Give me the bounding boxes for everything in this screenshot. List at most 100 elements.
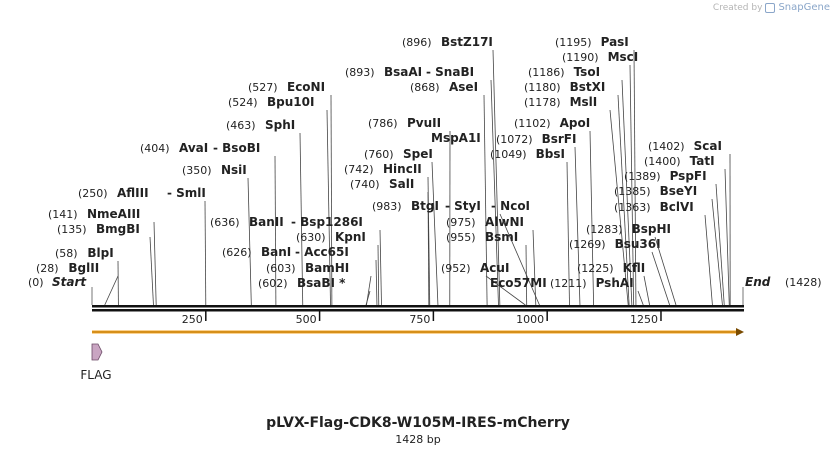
site-enzyme-label: BanI — [261, 245, 291, 259]
site-connector — [715, 183, 725, 306]
site-position-label: (975) — [446, 216, 476, 229]
site-connector — [204, 200, 207, 306]
credit-prefix: Created by — [712, 2, 763, 13]
site-enzyme-label: BglII — [68, 261, 99, 275]
site-connector — [711, 198, 723, 306]
site-enzyme-label: BspHI — [632, 222, 671, 236]
site-position-label: (742) — [344, 163, 374, 176]
site-position-label: (524) — [228, 96, 258, 109]
site-enzyme-alt-label: - BsoBI — [213, 141, 260, 155]
site-enzyme-label: BsaAI — [384, 65, 422, 79]
site-position-label: (602) — [258, 277, 288, 290]
site-connector — [431, 161, 439, 306]
site-connector — [483, 94, 488, 306]
end-label: End — [745, 275, 771, 289]
site-enzyme-label: TatI — [690, 154, 715, 168]
site-enzyme-label: SalI — [389, 177, 414, 191]
site-enzyme-alt-label: - Bsp1286I — [291, 215, 363, 229]
site-connector — [621, 79, 633, 306]
site-connector — [525, 244, 528, 306]
site-position-label: (1363) — [614, 201, 651, 214]
site-enzyme-secondary-label: Eco57MI — [490, 276, 547, 290]
site-connector — [274, 155, 277, 306]
site-position-label: (250) — [78, 187, 108, 200]
site-connector — [377, 244, 380, 306]
site-enzyme-label: BsmI — [485, 230, 518, 244]
site-connector — [149, 236, 154, 306]
site-enzyme-label: PvuII — [407, 116, 441, 130]
site-position-label: (1072) — [496, 133, 533, 146]
site-position-label: (463) — [226, 119, 256, 132]
site-position-label: (740) — [350, 178, 380, 191]
site-connector — [330, 94, 333, 306]
site-position-label: (1402) — [648, 140, 685, 153]
site-enzyme-label: MscI — [608, 50, 639, 64]
start-position-label: (0) — [28, 276, 44, 289]
site-enzyme-label: BbsI — [536, 147, 565, 161]
snapgene-credit: Created by SnapGene — [713, 2, 830, 13]
site-enzyme-label: MslI — [570, 95, 598, 109]
site-enzyme-alt-label: - SnaBI — [426, 65, 474, 79]
site-position-label: (1389) — [624, 170, 661, 183]
site-enzyme-label: AflIII — [117, 186, 149, 200]
site-connector — [654, 236, 677, 306]
ruler-tick-label: 1250 — [630, 313, 658, 326]
site-connector — [153, 221, 157, 306]
flag-feature-arrow — [91, 343, 103, 361]
site-connector — [379, 229, 382, 306]
site-connector — [704, 214, 713, 306]
site-position-label: (868) — [410, 81, 440, 94]
site-position-label: (28) — [36, 262, 59, 275]
start-label: Start — [52, 275, 87, 289]
site-enzyme-label: SpeI — [403, 147, 433, 161]
site-position-label: (350) — [182, 164, 212, 177]
construct-length: 1428 bp — [395, 433, 441, 446]
site-enzyme-label: NsiI — [221, 163, 247, 177]
backbone-bottom-line — [92, 309, 744, 312]
site-connector — [637, 290, 644, 306]
site-position-label: (1178) — [524, 96, 561, 109]
ruler-tick-label: 750 — [409, 313, 430, 326]
site-position-label: (135) — [57, 223, 87, 236]
site-connector — [633, 49, 637, 306]
end-position-label: (1428) — [785, 276, 822, 289]
site-enzyme-label: NmeAIII — [87, 207, 140, 221]
site-connector — [609, 109, 629, 306]
site-position-label: (983) — [372, 200, 402, 213]
site-enzyme-label: BtgI — [411, 199, 439, 213]
site-enzyme-label: BsaBI * — [297, 276, 346, 290]
site-position-label: (58) — [55, 247, 78, 260]
site-enzyme-alt-label: - SmlI — [167, 186, 206, 200]
site-enzyme-label: PasI — [601, 35, 629, 49]
site-enzyme-label: PspFI — [670, 169, 707, 183]
site-enzyme-label: TsoI — [574, 65, 600, 79]
site-enzyme-label: EcoNI — [287, 80, 325, 94]
site-position-label: (896) — [402, 36, 432, 49]
site-position-label: (1211) — [550, 277, 587, 290]
site-position-label: (1283) — [586, 223, 623, 236]
site-enzyme-label: BstXI — [570, 80, 606, 94]
site-enzyme-alt-label: - NcoI — [491, 199, 530, 213]
site-position-label: (1400) — [644, 155, 681, 168]
site-enzyme-secondary-label: MspA1I — [431, 131, 481, 145]
site-position-label: (1102) — [514, 117, 551, 130]
site-connector — [566, 161, 570, 306]
site-enzyme-label: BseYI — [660, 184, 698, 198]
construct-title: pLVX-Flag-CDK8-W105M-IRES-mCherry — [266, 415, 570, 431]
site-enzyme-label: PshAI — [596, 276, 634, 290]
site-position-label: (626) — [222, 246, 252, 259]
site-connector — [589, 130, 595, 306]
site-connector — [326, 109, 331, 306]
site-connector — [499, 213, 540, 306]
backbone-top-line — [92, 305, 744, 308]
site-enzyme-label: AlwNI — [485, 215, 524, 229]
site-position-label: (893) — [345, 66, 375, 79]
site-enzyme-label: SphI — [265, 118, 295, 132]
site-position-label: (786) — [368, 117, 398, 130]
site-enzyme-label: BanII — [249, 215, 284, 229]
site-position-label: (527) — [248, 81, 278, 94]
site-enzyme-label: BstZ17I — [441, 35, 493, 49]
ruler-tick-label: 250 — [182, 313, 203, 326]
site-position-label: (1186) — [528, 66, 565, 79]
